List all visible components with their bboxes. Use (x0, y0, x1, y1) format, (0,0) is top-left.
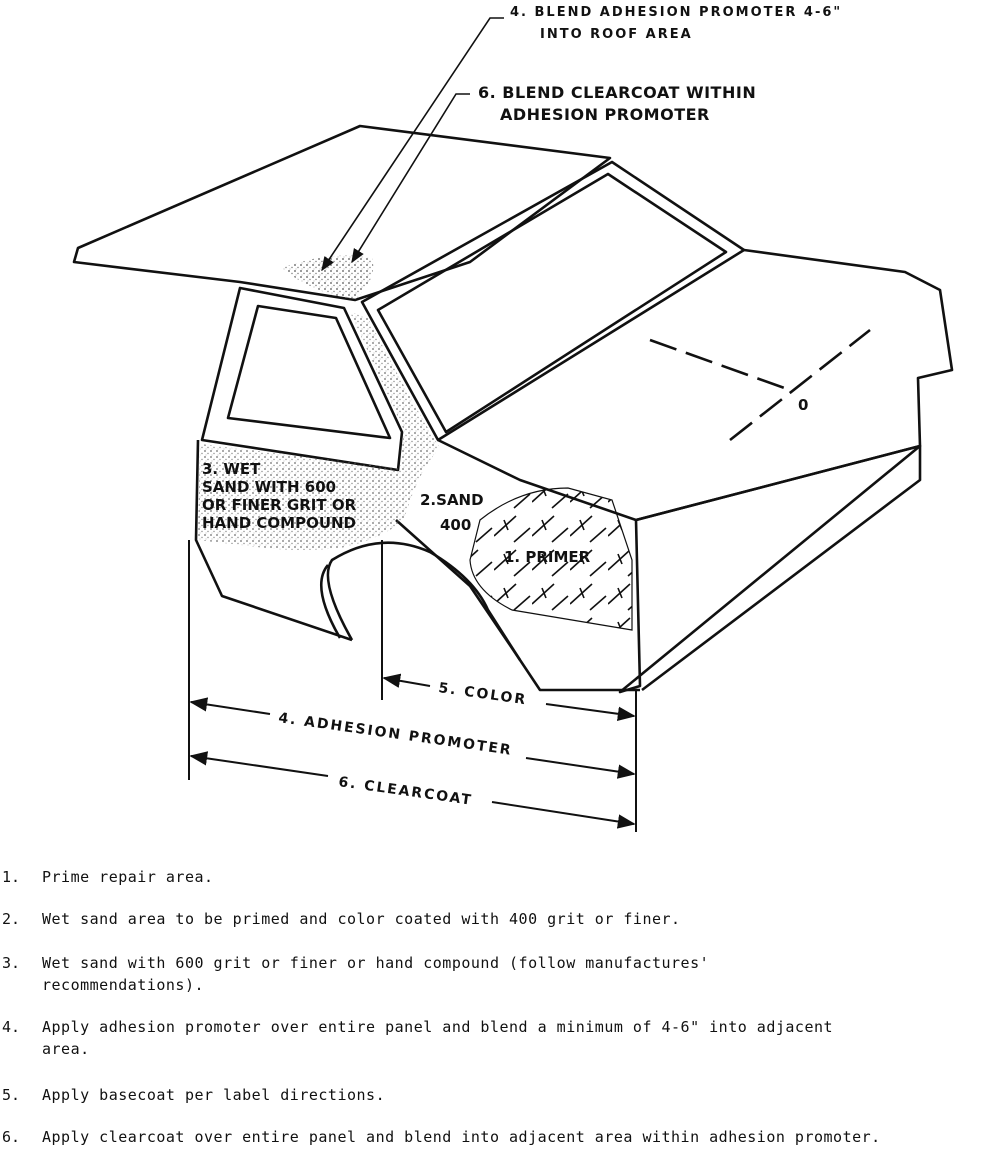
step-number: 5. (2, 1086, 21, 1104)
step-text: Apply clearcoat over entire panel and bl… (42, 1128, 881, 1146)
step-text: Apply adhesion promoter over entire pane… (42, 1018, 834, 1058)
callout-adhesion-roof-line2: INTO ROOF AREA (540, 27, 693, 42)
wet-sand-label-line4: HAND COMPOUND (202, 514, 356, 532)
callout-clearcoat-blend-line2: ADHESION PROMOTER (500, 105, 710, 124)
step-text: Wet sand with 600 grit or finer or hand … (42, 954, 710, 994)
deck-seam (649, 338, 791, 392)
dimension-lines (188, 540, 637, 832)
wet-sand-label-line2: SAND WITH 600 (202, 478, 336, 496)
deck-seam-2 (729, 328, 871, 442)
step-text: Wet sand area to be primed and color coa… (42, 910, 681, 928)
primer-area (469, 487, 633, 631)
wheel-arch (326, 541, 522, 661)
wet-sand-label-line3: OR FINER GRIT OR (202, 496, 357, 514)
adhesion-dim-left (189, 697, 271, 715)
rear-end-lower (635, 444, 922, 692)
wet-sand-label-line1: 3. WET (202, 460, 261, 478)
deck-symbol: 0 (798, 396, 808, 414)
clearcoat-dim-right (491, 801, 636, 829)
callout-clearcoat-blend-line1: 6. BLEND CLEARCOAT WITHIN (478, 83, 756, 102)
rear-end (618, 444, 921, 694)
step-text: Apply basecoat per label directions. (42, 1086, 386, 1104)
wet-sand-area (198, 312, 440, 550)
roof-leader (321, 17, 504, 272)
side-window-glass (226, 304, 392, 440)
step-text: Prime repair area. (42, 868, 214, 886)
roof-blend-area (282, 255, 374, 300)
adhesion-dim-right (525, 757, 636, 779)
adhesion-dimension-label: 4. ADHESION PROMOTER (277, 710, 513, 759)
repair-diagram: 4. BLEND ADHESION PROMOTER 4-6" INTO ROO… (72, 5, 954, 832)
callout-adhesion-roof-line1: 4. BLEND ADHESION PROMOTER 4-6" (510, 5, 842, 20)
side-window-frame (200, 286, 404, 472)
step-number: 3. (2, 954, 21, 972)
primer-label: 1. PRIMER (504, 548, 591, 566)
color-dim-left (382, 673, 431, 688)
clearcoat-dim-left (189, 751, 329, 777)
step-number: 1. (2, 868, 21, 886)
clearcoat-leader (351, 93, 470, 264)
clearcoat-dimension-label: 6. CLEARCOAT (337, 774, 473, 809)
sand-400-label-line2: 400 (440, 516, 471, 534)
rear-window-glass (376, 172, 728, 434)
step-number: 4. (2, 1018, 21, 1036)
step-number: 2. (2, 910, 21, 928)
callout-leaders (321, 17, 504, 272)
sand-400-label-line1: 2.SAND (420, 491, 484, 509)
trunk-lid (437, 248, 954, 522)
roof-panel (72, 124, 612, 302)
color-dimension-label: 5. COLOR (437, 680, 528, 708)
rear-window-frame (360, 160, 746, 442)
step-number: 6. (2, 1128, 21, 1146)
color-dim-right (545, 703, 636, 721)
wheel-arch-inner (319, 564, 342, 639)
